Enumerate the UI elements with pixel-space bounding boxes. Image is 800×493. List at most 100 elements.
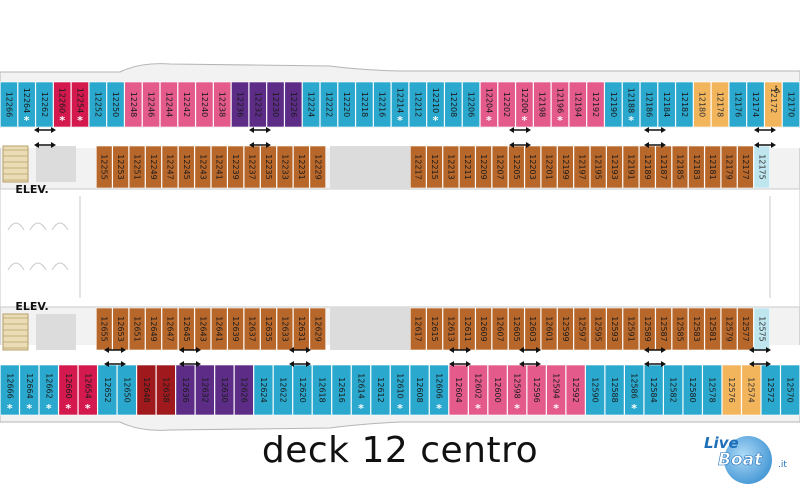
- bottom-outside-cabin: [429, 364, 449, 416]
- top-inside-right-cabin: [426, 145, 443, 189]
- liveboat-logo: Live Boat .it: [704, 432, 794, 488]
- corridor-top: [0, 128, 800, 148]
- top-outside-cabin-number: 12230: [271, 92, 280, 117]
- top-inside-right-cabin-number: 12177: [741, 154, 750, 179]
- top-outside-cabin: [231, 81, 249, 128]
- bottom-outside-cabin-number: 12590: [591, 377, 600, 402]
- elevator-label-top: ELEV.: [15, 183, 48, 196]
- top-outside-cabin: [213, 81, 232, 128]
- top-inside-left-cabin-number: 12239: [231, 154, 240, 179]
- top-inside-right-cabin-number: 12185: [676, 154, 685, 179]
- top-inside-right-cabin-number: 12205: [512, 154, 521, 179]
- bottom-outside-star-mark: *: [26, 402, 32, 415]
- top-outside-cabin-number: 12252: [93, 92, 102, 117]
- top-outside-cabin-number: 12226: [289, 92, 298, 117]
- top-inside-right-cabin-number: 12197: [577, 154, 586, 179]
- top-outside-cabin-number: 12200: [520, 88, 529, 113]
- central-void: [0, 188, 800, 308]
- top-inside-right-cabin-number: 12181: [708, 154, 717, 179]
- top-outside-cabin-number: 12170: [787, 92, 796, 117]
- top-outside-cabin-number: 12236: [236, 92, 245, 117]
- bottom-inside-left-cabin: [161, 307, 179, 351]
- stairs-top: [2, 145, 29, 183]
- bottom-outside-cabin-number: 12584: [649, 377, 658, 402]
- bottom-outside-cabin-number: 12598: [513, 373, 522, 398]
- bottom-inside-right-cabin-number: 12583: [692, 316, 701, 341]
- seat-arc: [7, 262, 25, 271]
- top-outside-cabin: [284, 81, 303, 128]
- bottom-inside-right-cabin-number: 12599: [561, 316, 570, 341]
- top-inside-left-cabin: [161, 145, 179, 189]
- bottom-outside-cabin: [585, 364, 605, 416]
- bottom-outside-cabin-number: 12636: [181, 377, 190, 402]
- bottom-inside-right-cabin: [426, 307, 443, 351]
- bottom-outside-star-mark: *: [85, 402, 91, 415]
- connecting-arrow-top-inner-head: [509, 142, 531, 148]
- top-outside-cabin: [142, 81, 160, 128]
- top-inside-right-cabin: [540, 145, 558, 189]
- bottom-inside-right-cabin: [606, 307, 623, 351]
- bottom-inside-left-cabin-number: 12635: [264, 316, 273, 341]
- connecting-arrow-bottom-inner-head: [179, 347, 201, 353]
- bottom-inside-left-cabin-number: 12655: [100, 316, 109, 341]
- bottom-inside-left-cabin-number: 12651: [133, 316, 142, 341]
- top-inside-left-cabin-number: 12249: [149, 154, 158, 179]
- top-inside-right-cabin-number: 12209: [479, 154, 488, 179]
- bottom-outside-cabin: [253, 364, 274, 416]
- bottom-outside-cabin-number: 12610: [396, 373, 405, 398]
- bottom-inside-right-cabin: [409, 307, 427, 351]
- bottom-inside-right-cabin: [720, 307, 738, 351]
- top-inside-right-cabin-number: 12199: [561, 154, 570, 179]
- bottom-inside-right-cabin-number: 12593: [610, 316, 619, 341]
- top-outside-cabin-number: 12244: [164, 92, 173, 117]
- bottom-inside-right-cabin: [589, 307, 607, 351]
- top-inside-left-cabin-number: 12255: [100, 154, 109, 179]
- top-inside-left-cabin: [309, 145, 327, 189]
- bottom-inside-left-cabin: [227, 307, 244, 351]
- bottom-inside-right-cabin: [475, 307, 492, 351]
- top-inside-left-cabin: [145, 145, 162, 189]
- top-inside-right-cabin: [459, 145, 476, 189]
- logo-text-suffix: .it: [778, 460, 787, 470]
- top-inside-right-cabin-number: 12211: [463, 154, 472, 179]
- top-inside-right-cabin: [589, 145, 607, 189]
- top-inside-left-cabin: [276, 145, 294, 189]
- top-outside-cabin: [533, 81, 552, 128]
- bottom-outside-star-mark: *: [397, 402, 403, 415]
- top-outside-cabin-number: 12254: [76, 88, 85, 113]
- top-inside-left-cabin: [194, 145, 212, 189]
- top-inside-right-cabin: [508, 145, 525, 189]
- seat-arc: [29, 222, 47, 231]
- bottom-outside-cabin-number: 12576: [727, 377, 736, 402]
- stairs-bottom: [2, 313, 29, 351]
- top-outside-star-mark: *: [77, 114, 83, 127]
- top-inside-left-cabin-number: 12243: [198, 154, 207, 179]
- bottom-outside-cabin-number: 12622: [278, 377, 287, 402]
- bottom-outside-cabin-number: 12614: [356, 373, 365, 398]
- top-outside-cabin-number: 12210: [431, 88, 440, 113]
- bottom-inside-left-cabin-number: 12637: [248, 316, 257, 341]
- bottom-inside-right-cabin: [704, 307, 721, 351]
- bottom-outside-cabin-number: 12586: [630, 373, 639, 398]
- connecting-arrow-top-inner-head: [644, 142, 666, 148]
- bottom-outside-star-mark: *: [7, 402, 13, 415]
- top-outside-cabin-number: 12190: [609, 92, 618, 117]
- top-outside-cabin: [266, 81, 285, 128]
- top-inside-right-cabin: [442, 145, 460, 189]
- top-outside-cabin-number: 12238: [218, 92, 227, 117]
- top-inside-right-cabin: [737, 145, 754, 189]
- bottom-outside-cabin-number: 12604: [454, 377, 463, 402]
- bottom-outside-star-mark: *: [358, 402, 364, 415]
- top-outside-cabin-number: 12186: [644, 92, 653, 117]
- top-outside-cabin: [35, 81, 54, 128]
- top-outside-cabin-number: 12222: [324, 92, 333, 117]
- top-outside-cabin: [444, 81, 463, 128]
- top-inside-right-cabin-number: 12175: [757, 154, 766, 179]
- top-outside-star-mark: *: [397, 114, 403, 127]
- top-inside-right-cabin-number: 12189: [643, 154, 652, 179]
- bottom-inside-left-cabin-number: 12633: [280, 316, 289, 341]
- bottom-outside-cabin-number: 12574: [747, 377, 756, 402]
- bottom-inside-right-cabin: [622, 307, 640, 351]
- top-outside-cabin-number: 12172: [769, 88, 778, 113]
- top-inside-right-cabin: [573, 145, 590, 189]
